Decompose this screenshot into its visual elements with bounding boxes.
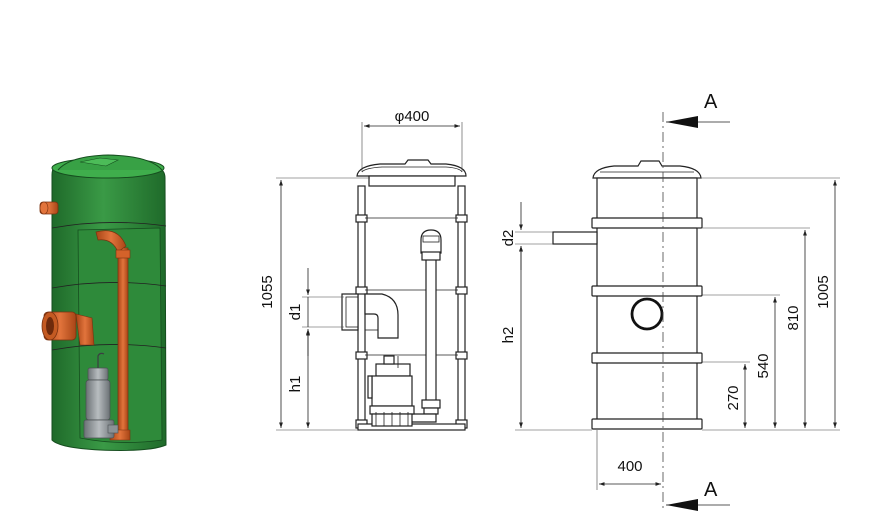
dimension-d2: d2 <box>500 202 553 270</box>
label-d1: d1 <box>287 304 304 321</box>
dimension-810: 810 <box>697 227 810 428</box>
tank-3d-illustration <box>39 154 167 451</box>
dimension-d1: d1 <box>287 268 344 356</box>
dimension-diameter: φ400 <box>361 108 463 172</box>
label-h1: h1 <box>287 376 304 393</box>
label-400: 400 <box>617 458 642 475</box>
dimension-h1: h1 <box>287 330 310 428</box>
dimension-540: 540 <box>702 294 780 428</box>
label-810: 810 <box>785 305 802 330</box>
label-540: 540 <box>755 353 772 378</box>
dimension-h2: h2 <box>500 246 592 431</box>
dimension-1005: 1005 <box>697 177 840 431</box>
label-section-bottom: A <box>704 479 718 501</box>
section-marker-top: A <box>666 91 730 128</box>
label-d2: d2 <box>500 230 517 247</box>
label-diameter: φ400 <box>395 108 430 125</box>
dimension-width-400: 400 <box>596 430 661 490</box>
dimension-total-height: 1055 <box>259 177 370 431</box>
label-270: 270 <box>725 385 742 410</box>
label-height-total: 1055 <box>259 275 276 308</box>
section-marker-bottom: A <box>666 479 730 511</box>
label-section-top: A <box>704 91 718 113</box>
section-view <box>341 159 468 431</box>
label-1005: 1005 <box>815 275 832 308</box>
dimension-270: 270 <box>702 361 750 428</box>
label-h2: h2 <box>500 327 517 344</box>
front-view <box>552 112 703 510</box>
